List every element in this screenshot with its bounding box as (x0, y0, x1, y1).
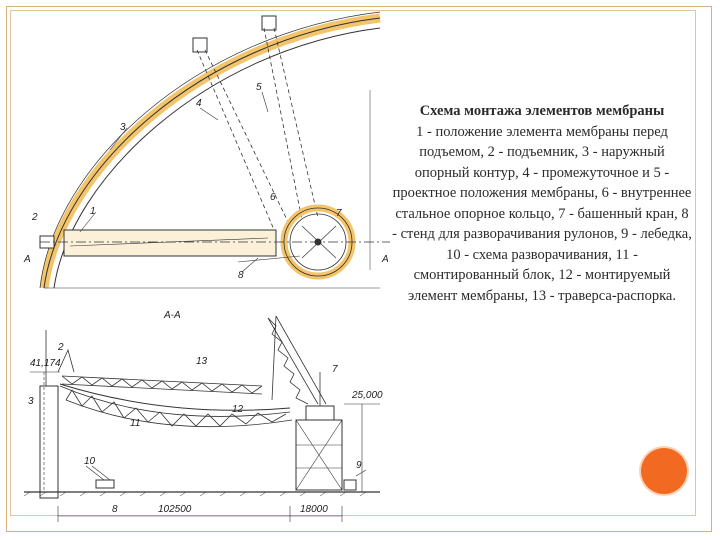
label-s-2: 2 (57, 342, 64, 353)
label-s-8: 8 (112, 504, 118, 515)
mounted-block (59, 385, 293, 428)
label-6: 6 (270, 192, 276, 203)
membrane-positions (196, 27, 319, 233)
winch (343, 479, 357, 491)
height-mark-left: 41,174 (30, 358, 61, 369)
label-7: 7 (336, 208, 342, 219)
label-s-10: 10 (84, 456, 96, 467)
plan-labels: 2 3 1 4 5 6 7 8 A A (23, 82, 389, 281)
unrolling-stand (95, 479, 115, 489)
label-5: 5 (256, 82, 262, 93)
dimension-102500: 102500 (158, 504, 192, 515)
label-section-a-left: A (23, 254, 31, 265)
label-s-12: 12 (232, 404, 244, 415)
label-s-13: 13 (196, 356, 208, 367)
label-4: 4 (196, 98, 202, 109)
height-mark-right: 25,000 (351, 390, 383, 401)
outer-column (39, 385, 59, 499)
label-s-11: 11 (130, 418, 140, 429)
label-s-9: 9 (356, 460, 362, 471)
slide-frame-inner (10, 10, 696, 516)
plan-view (39, 11, 390, 289)
mounting-membrane (59, 383, 291, 411)
section-view (23, 315, 380, 522)
label-2: 2 (31, 212, 38, 223)
tower-crane (267, 315, 327, 406)
caption-title: Схема монтажа элементов мембраны (419, 103, 665, 119)
label-3: 3 (120, 122, 126, 133)
caption-body: 1 - положение элемента мембраны перед по… (392, 123, 692, 304)
label-s-3: 3 (28, 396, 34, 407)
diagram-caption: Схема монтажа элементов мембраны 1 - пол… (392, 101, 692, 306)
hoist-block-2 (261, 15, 277, 31)
traverse-truss (61, 375, 263, 395)
hoist-block-1 (192, 37, 208, 53)
label-8: 8 (238, 270, 244, 281)
slide-frame (6, 6, 712, 532)
label-section-a-right: A (381, 254, 389, 265)
label-s-7: 7 (332, 364, 338, 375)
label-1: 1 (90, 206, 96, 217)
decorative-orange-circle (641, 448, 687, 494)
dimension-18000: 18000 (300, 504, 328, 515)
section-labels: А-А 2 3 13 12 11 7 10 8 9 41,174 25,000 … (28, 310, 383, 515)
section-title: А-А (163, 310, 181, 321)
